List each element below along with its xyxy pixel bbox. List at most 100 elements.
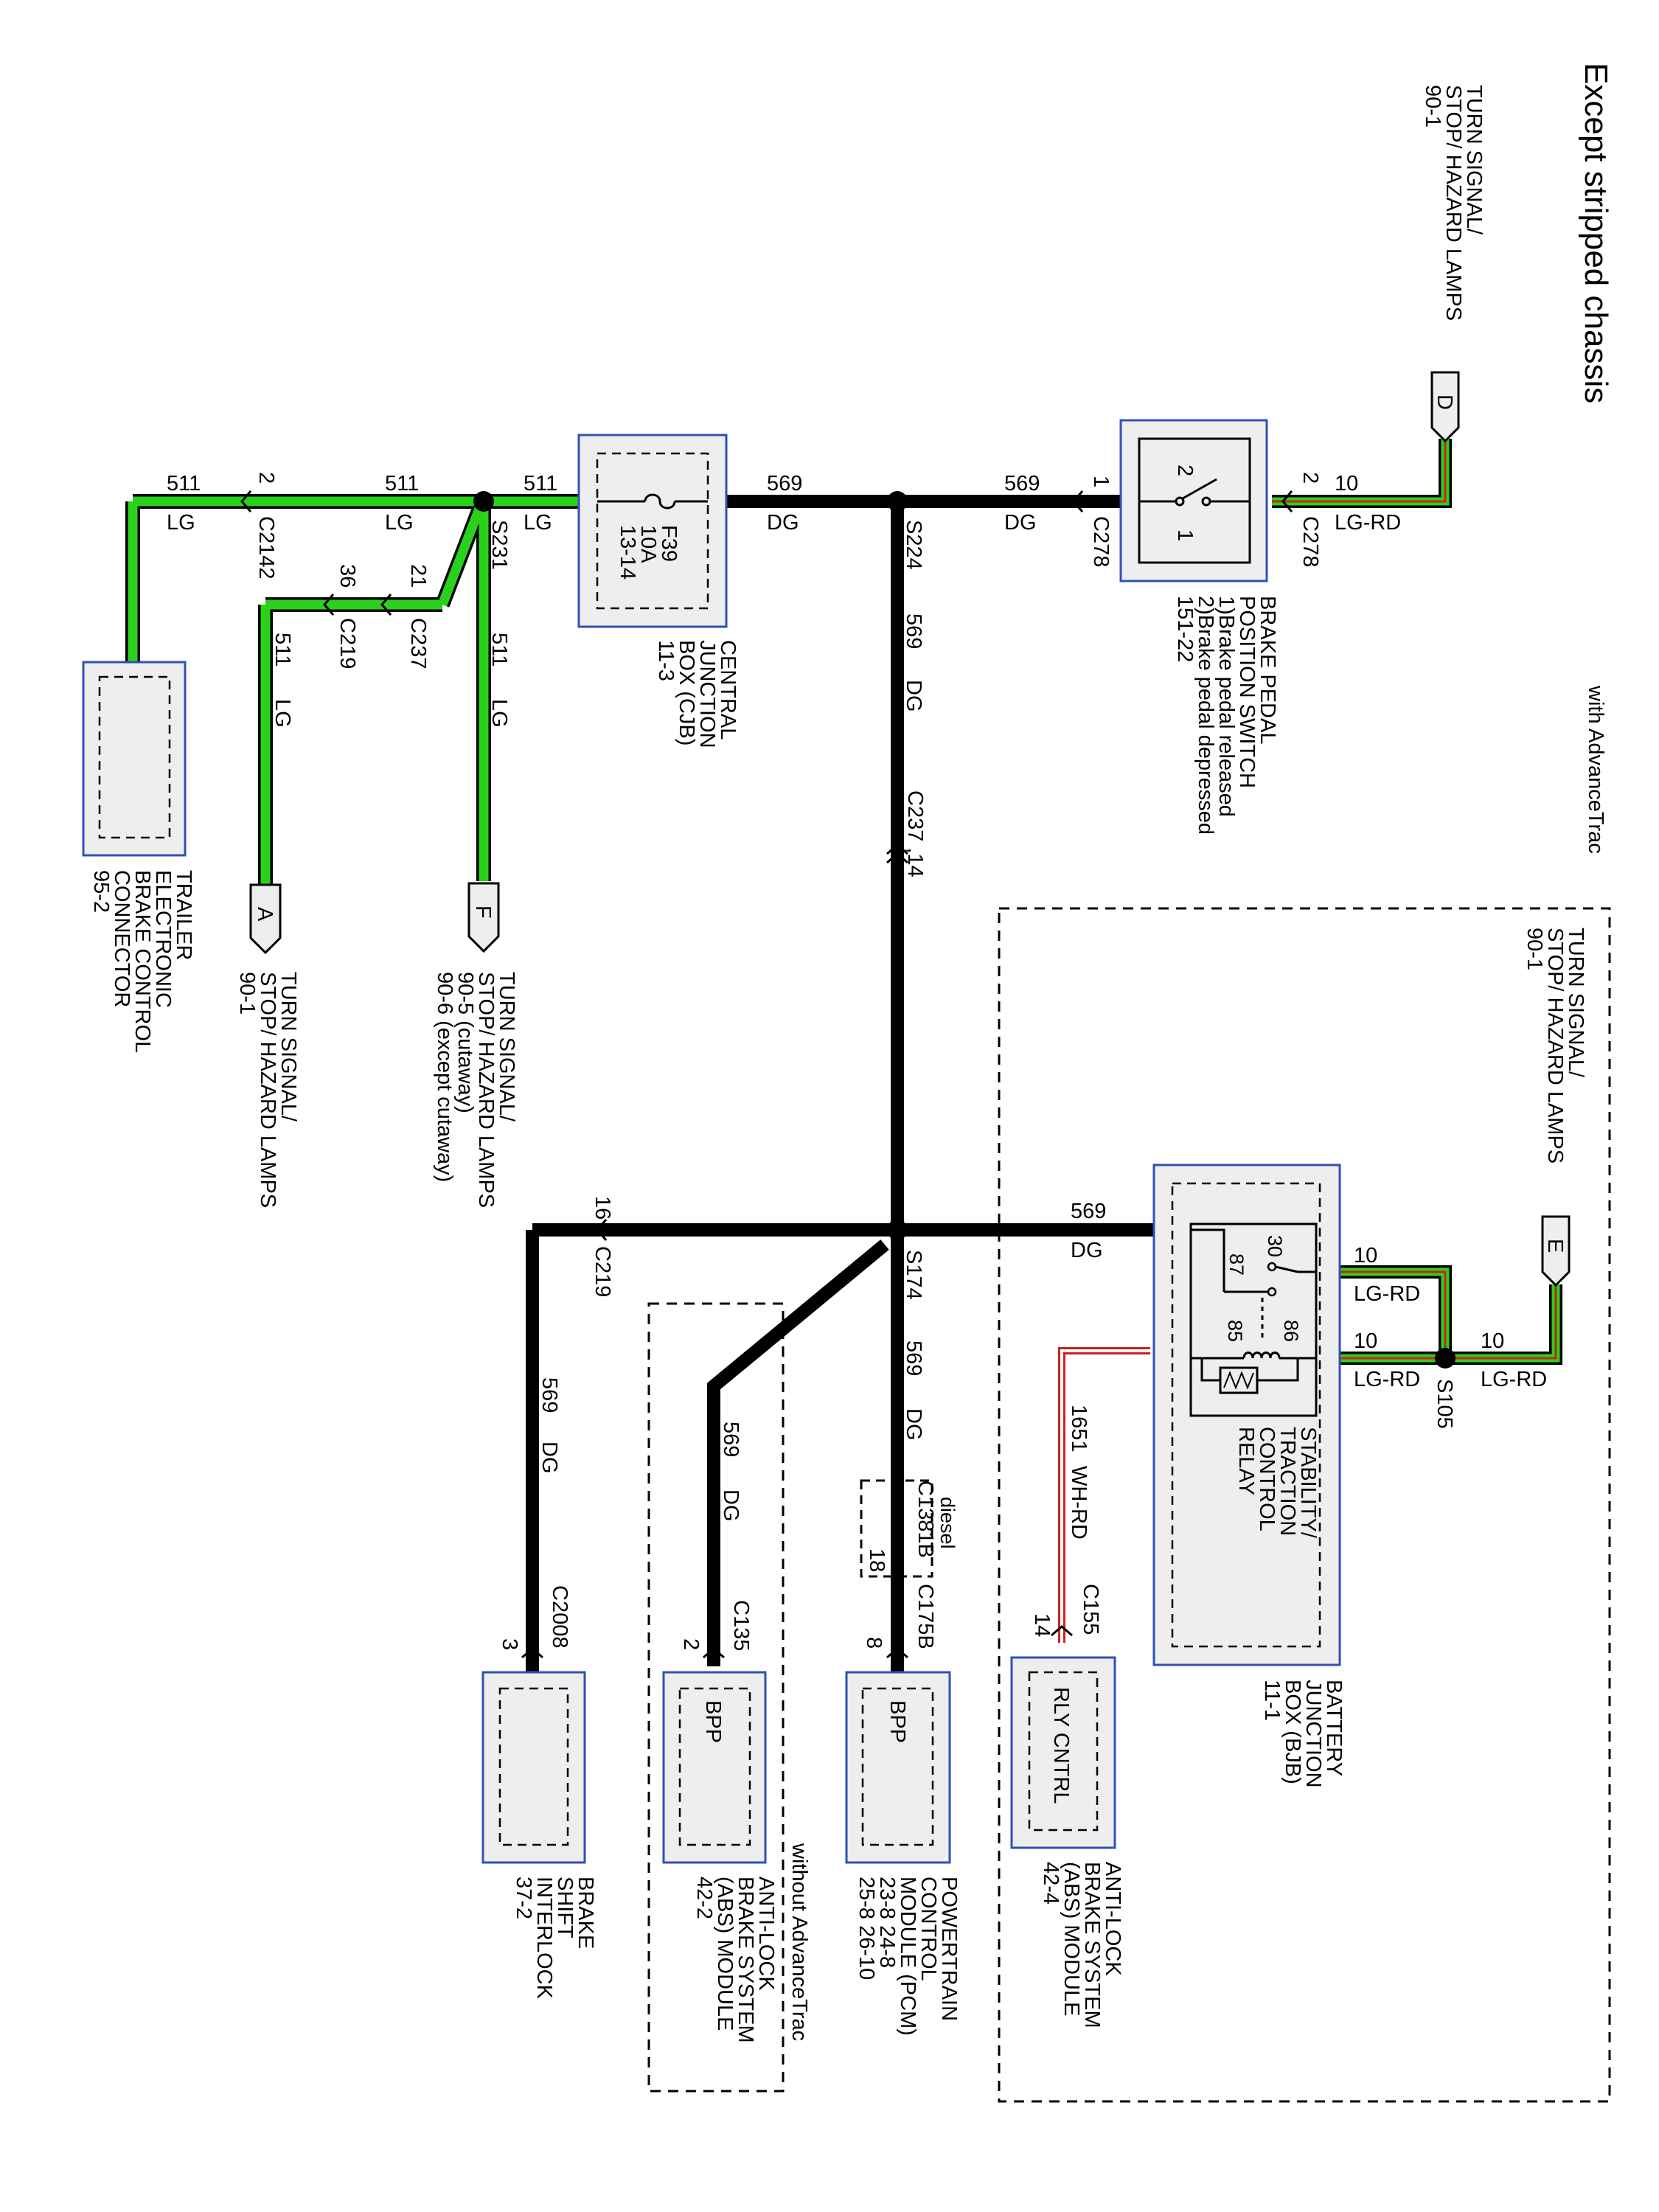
svg-text:CONNECTOR: CONNECTOR	[110, 870, 133, 1007]
bpp-switch-pin2-inner: 2	[1173, 465, 1197, 476]
svg-text:JUNCTION: JUNCTION	[1301, 1680, 1325, 1788]
dest-d-letter: D	[1433, 394, 1456, 410]
svg-text:CONTROL: CONTROL	[1255, 1427, 1279, 1531]
bsi	[481, 1671, 586, 1864]
bpp-switch-pin1-inner: 1	[1173, 529, 1197, 541]
svg-text:90-1: 90-1	[235, 972, 259, 1015]
dest-e-letter: E	[1543, 1239, 1567, 1253]
svg-text:1651: 1651	[1067, 1405, 1091, 1453]
svg-text:8: 8	[862, 1637, 886, 1649]
svg-text:INTERLOCK: INTERLOCK	[532, 1877, 556, 2000]
svg-text:C278: C278	[1298, 516, 1322, 567]
lg-rd-wires	[1272, 439, 1562, 1365]
svg-text:511: 511	[487, 633, 511, 667]
bjb-label: BATTERY JUNCTION BOX (BJB) 11-1	[1260, 1680, 1346, 1788]
cjb	[577, 434, 728, 628]
lg-wires	[125, 494, 579, 885]
svg-text:1)Brake pedal released: 1)Brake pedal released	[1214, 596, 1238, 817]
bsi-label: BRAKE SHIFT INTERLOCK 37-2	[512, 1877, 597, 2000]
svg-text:90-5 (cutaway): 90-5 (cutaway)	[453, 972, 477, 1113]
svg-text:C219: C219	[335, 618, 359, 669]
svg-text:569: 569	[767, 472, 802, 495]
trailer-connector	[82, 661, 187, 857]
dest-a-letter: A	[253, 907, 276, 922]
svg-text:21: 21	[406, 564, 430, 588]
svg-text:POWERTRAIN: POWERTRAIN	[937, 1877, 961, 2021]
svg-text:LG: LG	[385, 511, 414, 535]
svg-text:(ABS) MODULE: (ABS) MODULE	[713, 1877, 737, 2031]
svg-text:BRAKE CONTROL: BRAKE CONTROL	[131, 870, 154, 1053]
abs-noadv-module	[662, 1671, 767, 1864]
svg-text:LG: LG	[271, 699, 294, 728]
relay-pin-85: 85	[1224, 1320, 1246, 1342]
svg-text:TRACTION: TRACTION	[1276, 1427, 1299, 1536]
svg-text:10: 10	[1335, 472, 1358, 495]
svg-text:STOP/ HAZARD LAMPS: STOP/ HAZARD LAMPS	[474, 972, 498, 1208]
pcm-pin-label: BPP	[886, 1700, 909, 1743]
svg-text:LG: LG	[167, 511, 195, 535]
svg-text:DG: DG	[767, 511, 799, 535]
svg-text:LG: LG	[487, 699, 511, 728]
destinations	[249, 371, 1571, 1287]
abs-adv-pin-label: RLY CNTRL	[1049, 1687, 1073, 1804]
advancetrac-region	[998, 907, 1611, 2103]
svg-text:BRAKE: BRAKE	[574, 1877, 597, 1949]
cjb-label: CENTRAL JUNCTION BOX (CJB) 11-3	[654, 640, 740, 748]
svg-text:DG: DG	[719, 1489, 742, 1522]
svg-text:511: 511	[271, 633, 294, 667]
svg-text:LG-RD: LG-RD	[1354, 1282, 1420, 1306]
svg-text:569: 569	[719, 1422, 742, 1457]
dest-f-letter: F	[471, 905, 495, 919]
svg-text:569: 569	[902, 613, 925, 649]
svg-text:RELAY: RELAY	[1234, 1427, 1258, 1495]
dest-a-label: TURN SIGNAL/ STOP/ HAZARD LAMPS 90-1	[235, 972, 300, 1208]
svg-text:LG-RD: LG-RD	[1354, 1368, 1420, 1391]
connector-labels: 2 C278 1 C278 2 C2142 21 C237 36 C219 C2…	[254, 472, 1322, 1651]
svg-text:DG: DG	[902, 1408, 925, 1441]
abs-noadv-label: ANTI-LOCK BRAKE SYSTEM (ABS) MODULE 42-2	[692, 1877, 778, 2043]
svg-text:TURN SIGNAL/: TURN SIGNAL/	[276, 972, 300, 1122]
svg-text:LG-RD: LG-RD	[1481, 1368, 1547, 1391]
svg-text:569: 569	[902, 1340, 925, 1376]
svg-text:C219: C219	[591, 1246, 614, 1297]
svg-text:C2142: C2142	[254, 516, 278, 579]
splices	[473, 491, 1455, 1368]
svg-text:DG: DG	[1004, 511, 1037, 535]
svg-text:151-22: 151-22	[1173, 596, 1197, 662]
svg-text:TURN SIGNAL/: TURN SIGNAL/	[1462, 85, 1486, 235]
svg-text:23-8 24-8: 23-8 24-8	[875, 1877, 899, 1968]
trailer-label: TRAILER ELECTRONIC BRAKE CONTROL CONNECT…	[89, 870, 195, 1053]
cjb-amps: 10A	[636, 525, 660, 563]
cjb-fuse: F39	[657, 525, 681, 562]
svg-text:2: 2	[254, 472, 278, 484]
svg-text:POSITION SWITCH: POSITION SWITCH	[1235, 596, 1259, 788]
svg-text:C1381B: C1381B	[914, 1481, 937, 1558]
svg-text:DG: DG	[902, 680, 925, 712]
splice-s105: S105	[1433, 1379, 1456, 1429]
svg-text:511: 511	[385, 472, 419, 495]
svg-text:569: 569	[1071, 1200, 1106, 1223]
svg-text:90-1: 90-1	[1421, 85, 1444, 128]
svg-text:WH-RD: WH-RD	[1067, 1466, 1091, 1540]
svg-text:42-2: 42-2	[692, 1877, 716, 1919]
svg-text:ANTI-LOCK: ANTI-LOCK	[754, 1877, 778, 1991]
splice-s174: S174	[902, 1250, 925, 1300]
svg-text:STOP/ HAZARD LAMPS: STOP/ HAZARD LAMPS	[256, 972, 279, 1208]
note-diesel: diesel	[936, 1497, 959, 1549]
relay-pin-86: 86	[1280, 1320, 1302, 1342]
svg-text:JUNCTION: JUNCTION	[695, 640, 719, 748]
svg-text:BRAKE SYSTEM: BRAKE SYSTEM	[1080, 1862, 1104, 2028]
svg-text:BRAKE PEDAL: BRAKE PEDAL	[1256, 596, 1279, 744]
svg-text:25-8 26-10: 25-8 26-10	[855, 1877, 878, 1980]
svg-text:2: 2	[679, 1638, 703, 1650]
pcm	[845, 1671, 951, 1864]
svg-text:(ABS) MODULE: (ABS) MODULE	[1060, 1862, 1083, 2016]
svg-text:DG: DG	[1071, 1239, 1103, 1262]
svg-text:569: 569	[538, 1377, 561, 1413]
svg-text:CENTRAL: CENTRAL	[716, 640, 740, 740]
svg-text:42-4: 42-4	[1039, 1862, 1062, 1905]
svg-text:TURN SIGNAL/: TURN SIGNAL/	[495, 972, 518, 1122]
svg-text:36: 36	[335, 564, 359, 588]
dest-d-label: TURN SIGNAL/ STOP/ HAZARD LAMPS 90-1	[1421, 85, 1486, 321]
